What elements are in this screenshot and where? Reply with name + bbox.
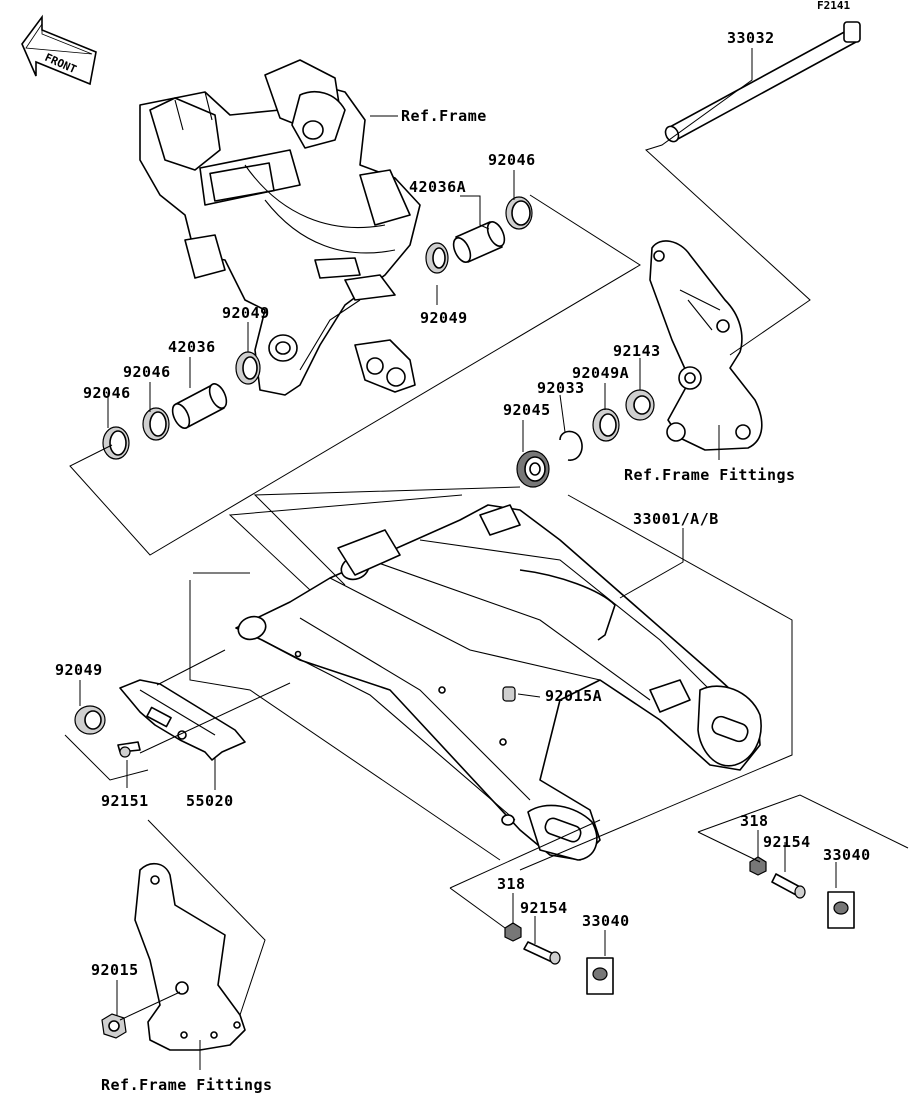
label-92015a: 92015A — [545, 687, 602, 705]
label-92046-inner: 92046 — [123, 363, 171, 381]
left-pivot-parts — [102, 351, 261, 460]
pivot-shaft — [664, 21, 861, 143]
grease-nipple — [502, 686, 516, 702]
label-92049a: 92049A — [572, 364, 629, 382]
swingarm — [235, 504, 762, 861]
label-92049-guard: 92049 — [55, 661, 103, 679]
label-33001: 33001/A/B — [633, 510, 719, 528]
right-pivot-parts — [425, 196, 533, 274]
label-92046-right: 92046 — [488, 151, 536, 169]
front-arrow-icon: FRONT — [21, 14, 97, 86]
label-92154-center: 92154 — [520, 899, 568, 917]
guard-bolt — [117, 741, 141, 758]
label-33040-right: 33040 — [823, 846, 871, 864]
center-axle-hardware — [504, 922, 614, 995]
leader-lines — [64, 48, 909, 1070]
label-92154-right: 92154 — [763, 833, 811, 851]
label-ref-frame-fittings-bottom: Ref.Frame Fittings — [101, 1076, 273, 1094]
label-92151: 92151 — [101, 792, 149, 810]
label-ref-frame: Ref.Frame — [401, 107, 487, 125]
bottom-frame-fitting — [134, 862, 246, 1051]
label-92045: 92045 — [503, 401, 551, 419]
label-55020: 55020 — [186, 792, 234, 810]
label-318-right: 318 — [740, 812, 769, 830]
part-labels: Ref.Frame 33032 42036A 92046 92049 92049… — [55, 29, 871, 1094]
label-92049-left: 92049 — [222, 304, 270, 322]
label-318-center: 318 — [497, 875, 526, 893]
label-92046-outer: 92046 — [83, 384, 131, 402]
bracket-nut — [101, 1013, 127, 1039]
label-92015: 92015 — [91, 961, 139, 979]
label-33040-center: 33040 — [582, 912, 630, 930]
right-axle-hardware — [749, 856, 855, 929]
label-42036: 42036 — [168, 338, 216, 356]
label-ref-frame-fittings-right: Ref.Frame Fittings — [624, 466, 796, 484]
label-42036a: 42036A — [409, 178, 466, 196]
frame-illustration — [139, 59, 421, 396]
guard-seal — [74, 705, 106, 735]
right-frame-fitting — [516, 240, 763, 488]
label-92033: 92033 — [537, 379, 585, 397]
label-92049-right: 92049 — [420, 309, 468, 327]
figure-code: F2141 — [817, 0, 850, 12]
label-33032: 33032 — [727, 29, 775, 47]
label-92143: 92143 — [613, 342, 661, 360]
